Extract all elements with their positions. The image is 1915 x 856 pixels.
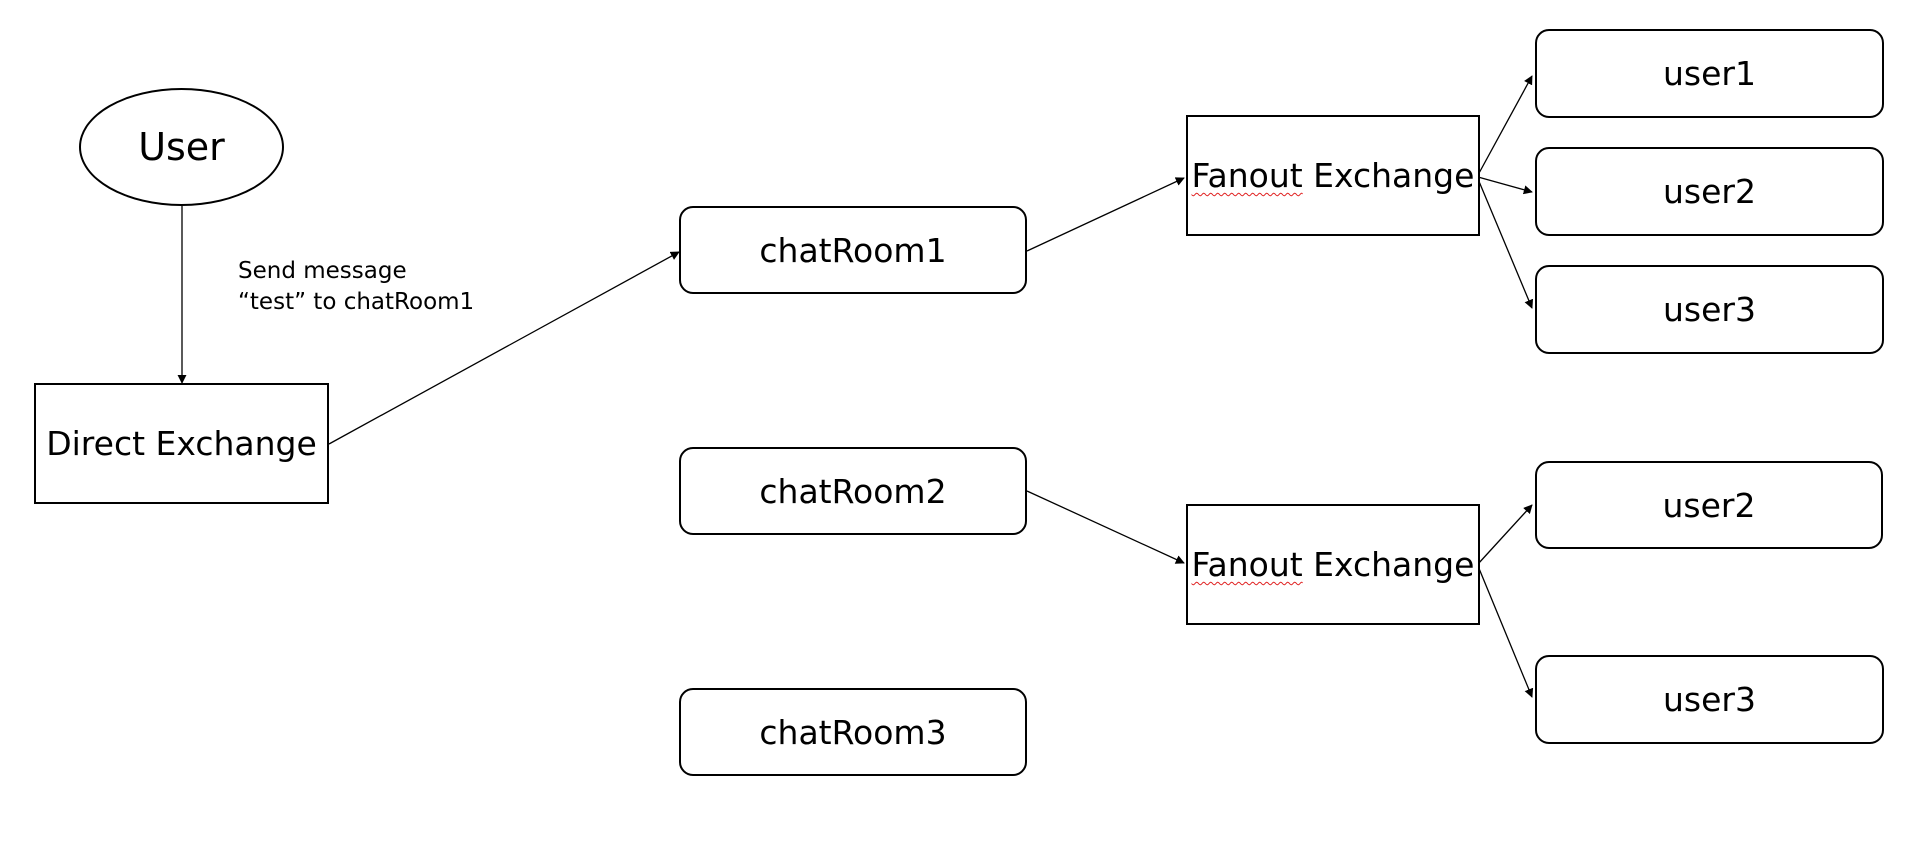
- fanout-exchange-1-node: Fanout Exchange: [1186, 115, 1480, 236]
- fanout-exchange-2-word1: Fanout: [1191, 545, 1303, 584]
- chatroom3-node: chatRoom3: [679, 688, 1027, 776]
- arrow-chatroom1-to-fanout1: [1026, 177, 1185, 252]
- group2-user2-label: user2: [1662, 485, 1756, 525]
- group1-user2-node: user2: [1535, 147, 1884, 236]
- arrow-chatroom2-to-fanout2: [1026, 490, 1185, 564]
- fanout-exchange-2-node: Fanout Exchange: [1186, 504, 1480, 625]
- group1-user2-label: user2: [1663, 172, 1756, 211]
- direct-exchange-label: Direct Exchange: [46, 424, 317, 463]
- chatroom2-label: chatRoom2: [759, 471, 947, 511]
- group1-user1-node: user1: [1535, 29, 1884, 118]
- group1-user1-label: user1: [1663, 54, 1756, 93]
- chatroom1-node: chatRoom1: [679, 206, 1027, 294]
- user-node-label: User: [138, 125, 225, 169]
- arrow-fanout2-to-user2: [1477, 504, 1533, 565]
- fanout-exchange-1-label: Fanout Exchange: [1192, 156, 1475, 195]
- annotation-line-2: “test” to chatRoom1: [238, 289, 475, 315]
- arrow-direct-exchange-to-chatroom1: [328, 251, 680, 445]
- chatroom3-label: chatRoom3: [759, 712, 947, 752]
- user-node: User: [79, 88, 284, 206]
- fanout-exchange-1-word2: Exchange: [1302, 156, 1475, 195]
- fanout-exchange-2-word2: Exchange: [1302, 545, 1475, 584]
- group2-user3-label: user3: [1663, 680, 1756, 719]
- arrow-fanout2-to-user3: [1477, 565, 1534, 698]
- annotation-line-1: Send message: [238, 258, 407, 284]
- fanout-exchange-2-label: Fanout Exchange: [1192, 545, 1475, 584]
- group1-user3-label: user3: [1663, 290, 1756, 329]
- group2-user2-node: user2: [1535, 461, 1883, 549]
- arrow-fanout1-to-user3: [1477, 178, 1534, 309]
- send-message-annotation: Send message “test” to chatRoom1: [238, 256, 474, 318]
- group2-user3-node: user3: [1535, 655, 1884, 744]
- direct-exchange-node: Direct Exchange: [34, 383, 329, 504]
- arrow-fanout1-to-user2: [1477, 176, 1533, 195]
- group1-user3-node: user3: [1535, 265, 1884, 354]
- chatroom1-label: chatRoom1: [759, 230, 947, 270]
- chatroom2-node: chatRoom2: [679, 447, 1027, 535]
- arrow-fanout1-to-user1: [1477, 75, 1533, 176]
- fanout-exchange-1-word1: Fanout: [1191, 156, 1303, 195]
